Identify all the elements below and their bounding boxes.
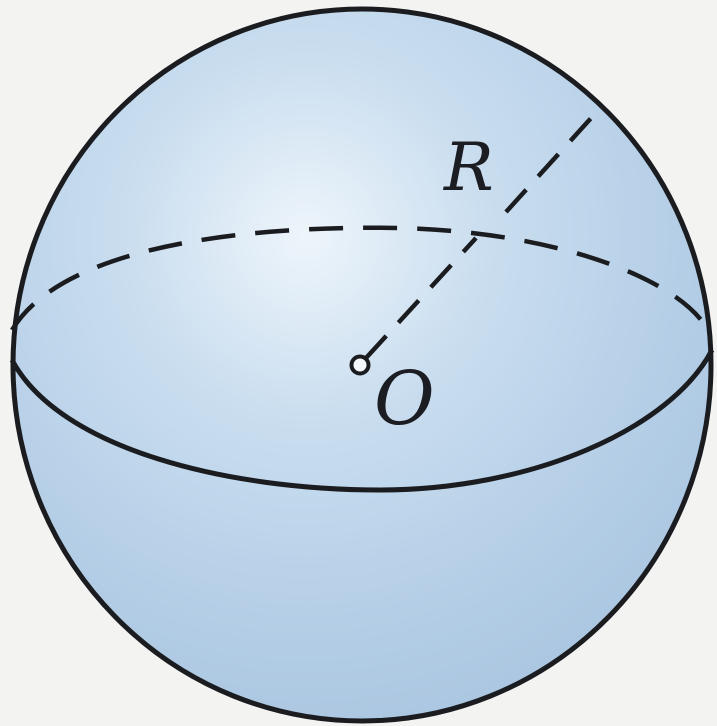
equator-back-dashed xyxy=(10,225,710,332)
center-point xyxy=(349,354,371,376)
radius-to-equator xyxy=(364,236,478,360)
equator-front xyxy=(9,348,715,493)
radius-label: R xyxy=(443,129,494,206)
center-label: O xyxy=(374,356,435,442)
radius-to-surface xyxy=(504,104,604,214)
